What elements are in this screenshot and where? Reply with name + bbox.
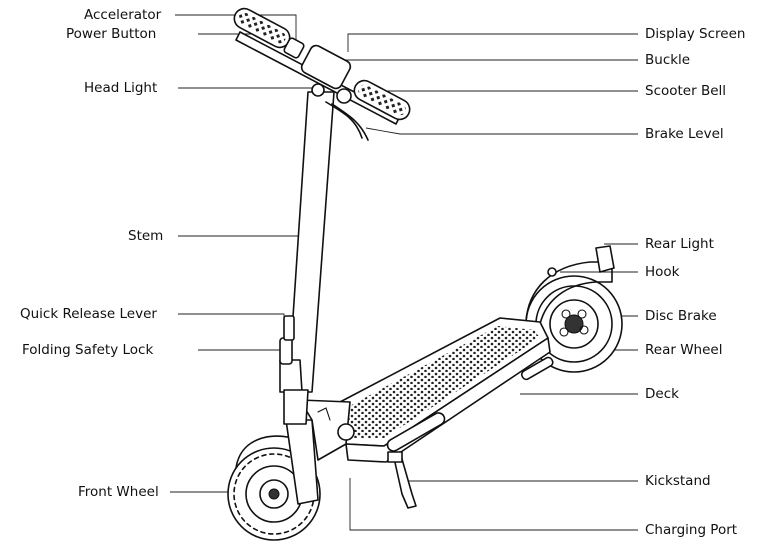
deck-assembly bbox=[339, 317, 554, 509]
label-quick-release-lever: Quick Release Lever bbox=[20, 306, 157, 322]
folding-safety-lock bbox=[279, 337, 293, 365]
label-buckle: Buckle bbox=[645, 52, 691, 68]
label-head-light: Head Light bbox=[84, 80, 158, 96]
deck-side bbox=[345, 337, 551, 463]
stem-tube bbox=[287, 91, 335, 393]
handlebar-assembly bbox=[233, 7, 411, 141]
rear-light-housing bbox=[595, 245, 615, 273]
label-front-wheel: Front Wheel bbox=[78, 484, 159, 500]
label-rear-wheel: Rear Wheel bbox=[645, 342, 723, 358]
stem-assembly bbox=[279, 91, 335, 425]
label-kickstand: Kickstand bbox=[645, 473, 711, 489]
label-rear-light: Rear Light bbox=[645, 236, 714, 252]
accelerator-throttle bbox=[283, 37, 305, 59]
leader-quick-release bbox=[178, 313, 285, 330]
rear-hub bbox=[564, 314, 584, 334]
label-hook: Hook bbox=[645, 264, 680, 280]
label-deck: Deck bbox=[645, 386, 679, 402]
leader-lines bbox=[170, 14, 638, 531]
leader-display-screen bbox=[347, 33, 638, 52]
label-brake-level: Brake Level bbox=[645, 126, 724, 142]
label-folding-safety-lock: Folding Safety Lock bbox=[22, 342, 154, 358]
label-charging-port: Charging Port bbox=[645, 522, 738, 538]
front-bolt bbox=[337, 423, 355, 441]
deck-light-strip bbox=[386, 412, 446, 452]
quick-release-lever bbox=[283, 315, 295, 341]
hook bbox=[547, 267, 557, 277]
leader-accelerator bbox=[175, 14, 297, 45]
leader-charging-port bbox=[349, 478, 638, 531]
front-wheel-assembly bbox=[227, 399, 355, 541]
leader-brake-level bbox=[365, 127, 638, 135]
label-power-button: Power Button bbox=[66, 26, 157, 42]
display-screen bbox=[300, 44, 352, 90]
head-light bbox=[311, 83, 325, 97]
deck-light-strip-rear bbox=[520, 356, 554, 381]
brake-lever bbox=[331, 103, 369, 141]
stem-base bbox=[283, 389, 309, 425]
scooter-bell bbox=[336, 88, 352, 104]
label-stem: Stem bbox=[128, 228, 164, 244]
label-scooter-bell: Scooter Bell bbox=[645, 83, 727, 99]
front-neck bbox=[299, 399, 351, 461]
deck-grip-pattern bbox=[346, 326, 540, 438]
label-display-screen: Display Screen bbox=[645, 26, 746, 42]
label-accelerator: Accelerator bbox=[84, 7, 162, 23]
label-disc-brake: Disc Brake bbox=[645, 308, 717, 324]
kickstand-mount bbox=[387, 451, 403, 463]
